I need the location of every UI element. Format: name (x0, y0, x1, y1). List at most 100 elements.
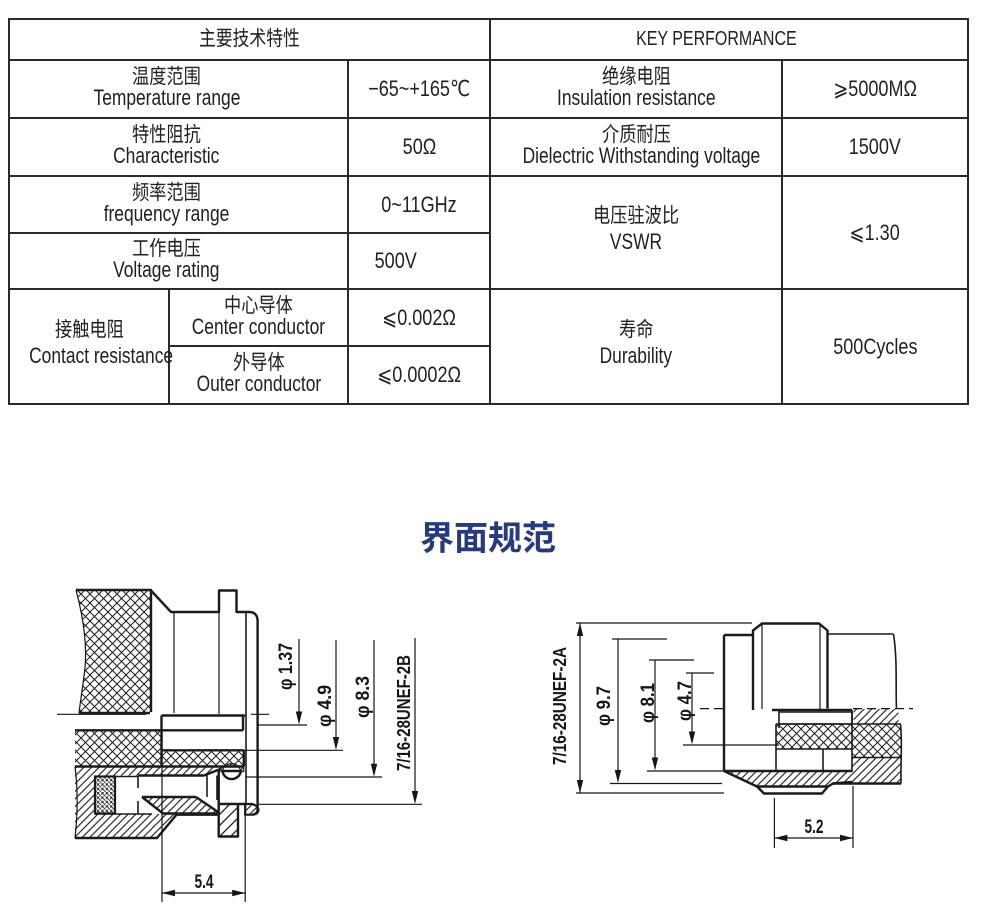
table-row: Outer conductor ⩽0.0002Ω (9, 345, 968, 405)
label-zh (10, 64, 323, 87)
pocket-edges (95, 775, 152, 815)
cjk-text-svg (233, 352, 284, 372)
header-key-performance: KEY PERFORMANCE (489, 18, 969, 61)
arrow-down-icon (614, 770, 622, 783)
label-en: VSWR (491, 230, 781, 253)
table-row: Voltage rating 500V (8, 232, 968, 290)
label-en: Outer conductor (170, 372, 347, 395)
dim-label-width: 5.2 (805, 817, 824, 838)
value-text: ⩽0.002Ω (382, 304, 456, 330)
flange-hatch (724, 771, 852, 787)
dim-label-inner: φ 4.7 (675, 681, 696, 721)
value-text: −65~+165℃ (367, 76, 471, 101)
lower-outline (75, 813, 219, 840)
label-zh (491, 122, 781, 145)
label-zh (491, 203, 781, 226)
arrow-up-icon (576, 623, 584, 636)
label-en-text: Outer conductor (196, 371, 321, 396)
value-center-conductor: ⩽0.002Ω (347, 288, 491, 347)
table-row: Contact resistance Center conductor ⩽0.0… (8, 288, 969, 405)
interface-drawing-plug: 7/16-28UNEF-2A φ 9.7 φ 8.1 φ 4.7 5.2 (549, 622, 913, 848)
arrow-down-icon (576, 780, 584, 793)
table-row: Temperature range −65~+165℃ Insulation r… (8, 59, 969, 119)
cjk-text-svg (132, 123, 201, 144)
header-en: KEY PERFORMANCE (635, 28, 797, 50)
cell-voltage-rating: Voltage rating (8, 232, 349, 290)
value-text: 500V (374, 248, 417, 273)
dim-label-bore: φ 8.3 (353, 676, 374, 718)
interface-drawing-jack: φ 1.37 φ 4.9 φ 8.3 7/16-28UNEF-2B 5.4 (57, 588, 422, 902)
section-title-interface-spec (420, 520, 556, 554)
groove (221, 769, 243, 781)
label-en-text: Temperature range (93, 85, 240, 110)
value-vswr: ⩽1.30 (781, 175, 969, 290)
cell-vswr: VSWR (489, 175, 783, 290)
dim-label-pin: φ 1.37 (276, 643, 297, 690)
cjk-text-svg (602, 123, 670, 144)
value-frequency-range: 0~11GHz (347, 175, 491, 234)
panel-hatch (76, 590, 150, 713)
arrow-down-icon (688, 731, 696, 745)
thread-label: 7/16-28UNEF-2B (393, 655, 414, 771)
body-hatch-band2 (161, 750, 244, 767)
label-zh (10, 180, 323, 203)
table-header-row: KEY PERFORMANCE (8, 18, 969, 61)
spring-wedge (142, 797, 218, 814)
thread-bore-lines (761, 623, 821, 709)
value-text: 50Ω (402, 134, 436, 159)
value-dielectric-withstanding: 1500V (781, 117, 969, 177)
label-en: Temperature range (10, 86, 323, 109)
cjk-text-svg (132, 66, 200, 86)
body-outline (150, 589, 259, 713)
jacket-hatch-bottom (852, 757, 901, 784)
label-en: Insulation resistance (491, 86, 781, 109)
label-en-text: Characteristic (113, 143, 220, 168)
value-text: 0~11GHz (381, 191, 457, 217)
cell-center-conductor: Center conductor (168, 288, 349, 347)
label-zh (10, 317, 168, 340)
dim-label-width: 5.4 (195, 872, 214, 893)
arrow-left-icon (162, 889, 175, 897)
arrow-down-icon (370, 763, 378, 777)
value-text: ⩾5000MΩ (833, 76, 917, 101)
arrow-down-icon (332, 737, 340, 750)
label-en-text: frequency range (103, 200, 230, 226)
label-en: Durability (491, 344, 781, 367)
label-en: Characteristic (10, 144, 323, 167)
lower-break-edge (74, 766, 78, 839)
arrow-down-icon (651, 757, 659, 771)
channel-edges (138, 767, 222, 777)
cjk-text-svg (55, 318, 123, 338)
cjk-text-svg (602, 65, 670, 86)
body-hatch-band1 (75, 730, 162, 767)
dim-label-od: φ 9.7 (594, 686, 615, 726)
cell-durability: Durability (489, 288, 783, 405)
value-outer-conductor: ⩽0.0002Ω (347, 345, 491, 405)
right-wall-outer (252, 713, 259, 816)
label-en-text: Center conductor (191, 313, 326, 339)
label-en: frequency range (10, 202, 323, 225)
label-en-text: Voltage rating (113, 257, 220, 282)
dim-label-body: φ 8.1 (638, 683, 659, 723)
arrow-left-icon (774, 834, 788, 842)
braid-outline (775, 710, 901, 772)
arrow-down-icon (295, 711, 303, 725)
cell-contact-resistance: Contact resistance (8, 288, 173, 405)
header-zh (10, 26, 489, 49)
ext-line (576, 622, 752, 794)
label-zh (491, 317, 781, 340)
label-zh (491, 64, 781, 87)
label-en-text: VSWR (609, 228, 663, 254)
cell-characteristic-impedance: Characteristic (8, 117, 349, 177)
label-zh (170, 293, 347, 316)
thread-bore-line (173, 612, 220, 714)
label-en: Voltage rating (10, 258, 323, 281)
foot-hatch (218, 804, 238, 837)
cjk-text-svg (595, 204, 679, 224)
label-en-text: Durability (599, 342, 673, 368)
label-en-text: Insulation resistance (556, 85, 716, 110)
channel-side-edges (206, 775, 218, 800)
arrow-right-icon (840, 834, 853, 842)
panel-outline (76, 588, 153, 715)
